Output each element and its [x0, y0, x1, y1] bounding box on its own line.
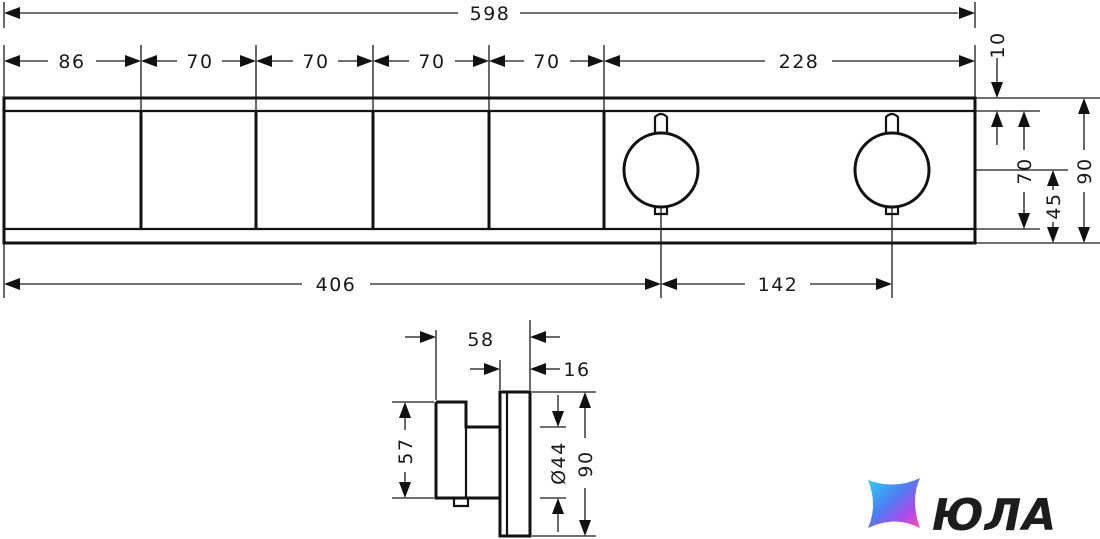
label-142: 142	[758, 274, 799, 296]
label-70-c: 70	[418, 51, 445, 73]
label-58: 58	[467, 329, 494, 351]
thermostat-knob-right	[853, 112, 931, 216]
front-view-panel	[2, 96, 977, 245]
side-view-dimensions	[392, 320, 596, 537]
label-86: 86	[58, 51, 85, 73]
label-228: 228	[779, 51, 820, 73]
label-406: 406	[316, 274, 357, 296]
label-57: 57	[395, 437, 417, 464]
side-view	[434, 390, 532, 538]
dimension-segments	[3, 45, 976, 111]
logo-text: ЮЛА	[932, 490, 1057, 539]
dimension-right-vertical	[975, 58, 1100, 244]
dimension-total-width	[3, 2, 976, 28]
logo: ЮЛА	[868, 478, 1057, 539]
thermostat-knob-left	[622, 112, 700, 216]
label-90-side: 90	[575, 450, 597, 477]
dimension-labels: 598 86 70 70 70 70 228 406 142 10 70 45 …	[58, 3, 1096, 485]
label-90-vertical: 90	[1074, 157, 1096, 184]
dimension-bottom	[3, 207, 893, 298]
label-70-a: 70	[186, 51, 213, 73]
label-70-vertical: 70	[1014, 157, 1036, 184]
label-10: 10	[987, 31, 1009, 58]
label-16: 16	[563, 359, 590, 381]
label-598: 598	[470, 3, 511, 25]
star-gradient-icon	[868, 478, 920, 528]
label-70-b: 70	[302, 51, 329, 73]
label-45: 45	[1043, 192, 1065, 219]
label-dia44: Ø44	[548, 441, 570, 485]
label-70-d: 70	[533, 51, 560, 73]
